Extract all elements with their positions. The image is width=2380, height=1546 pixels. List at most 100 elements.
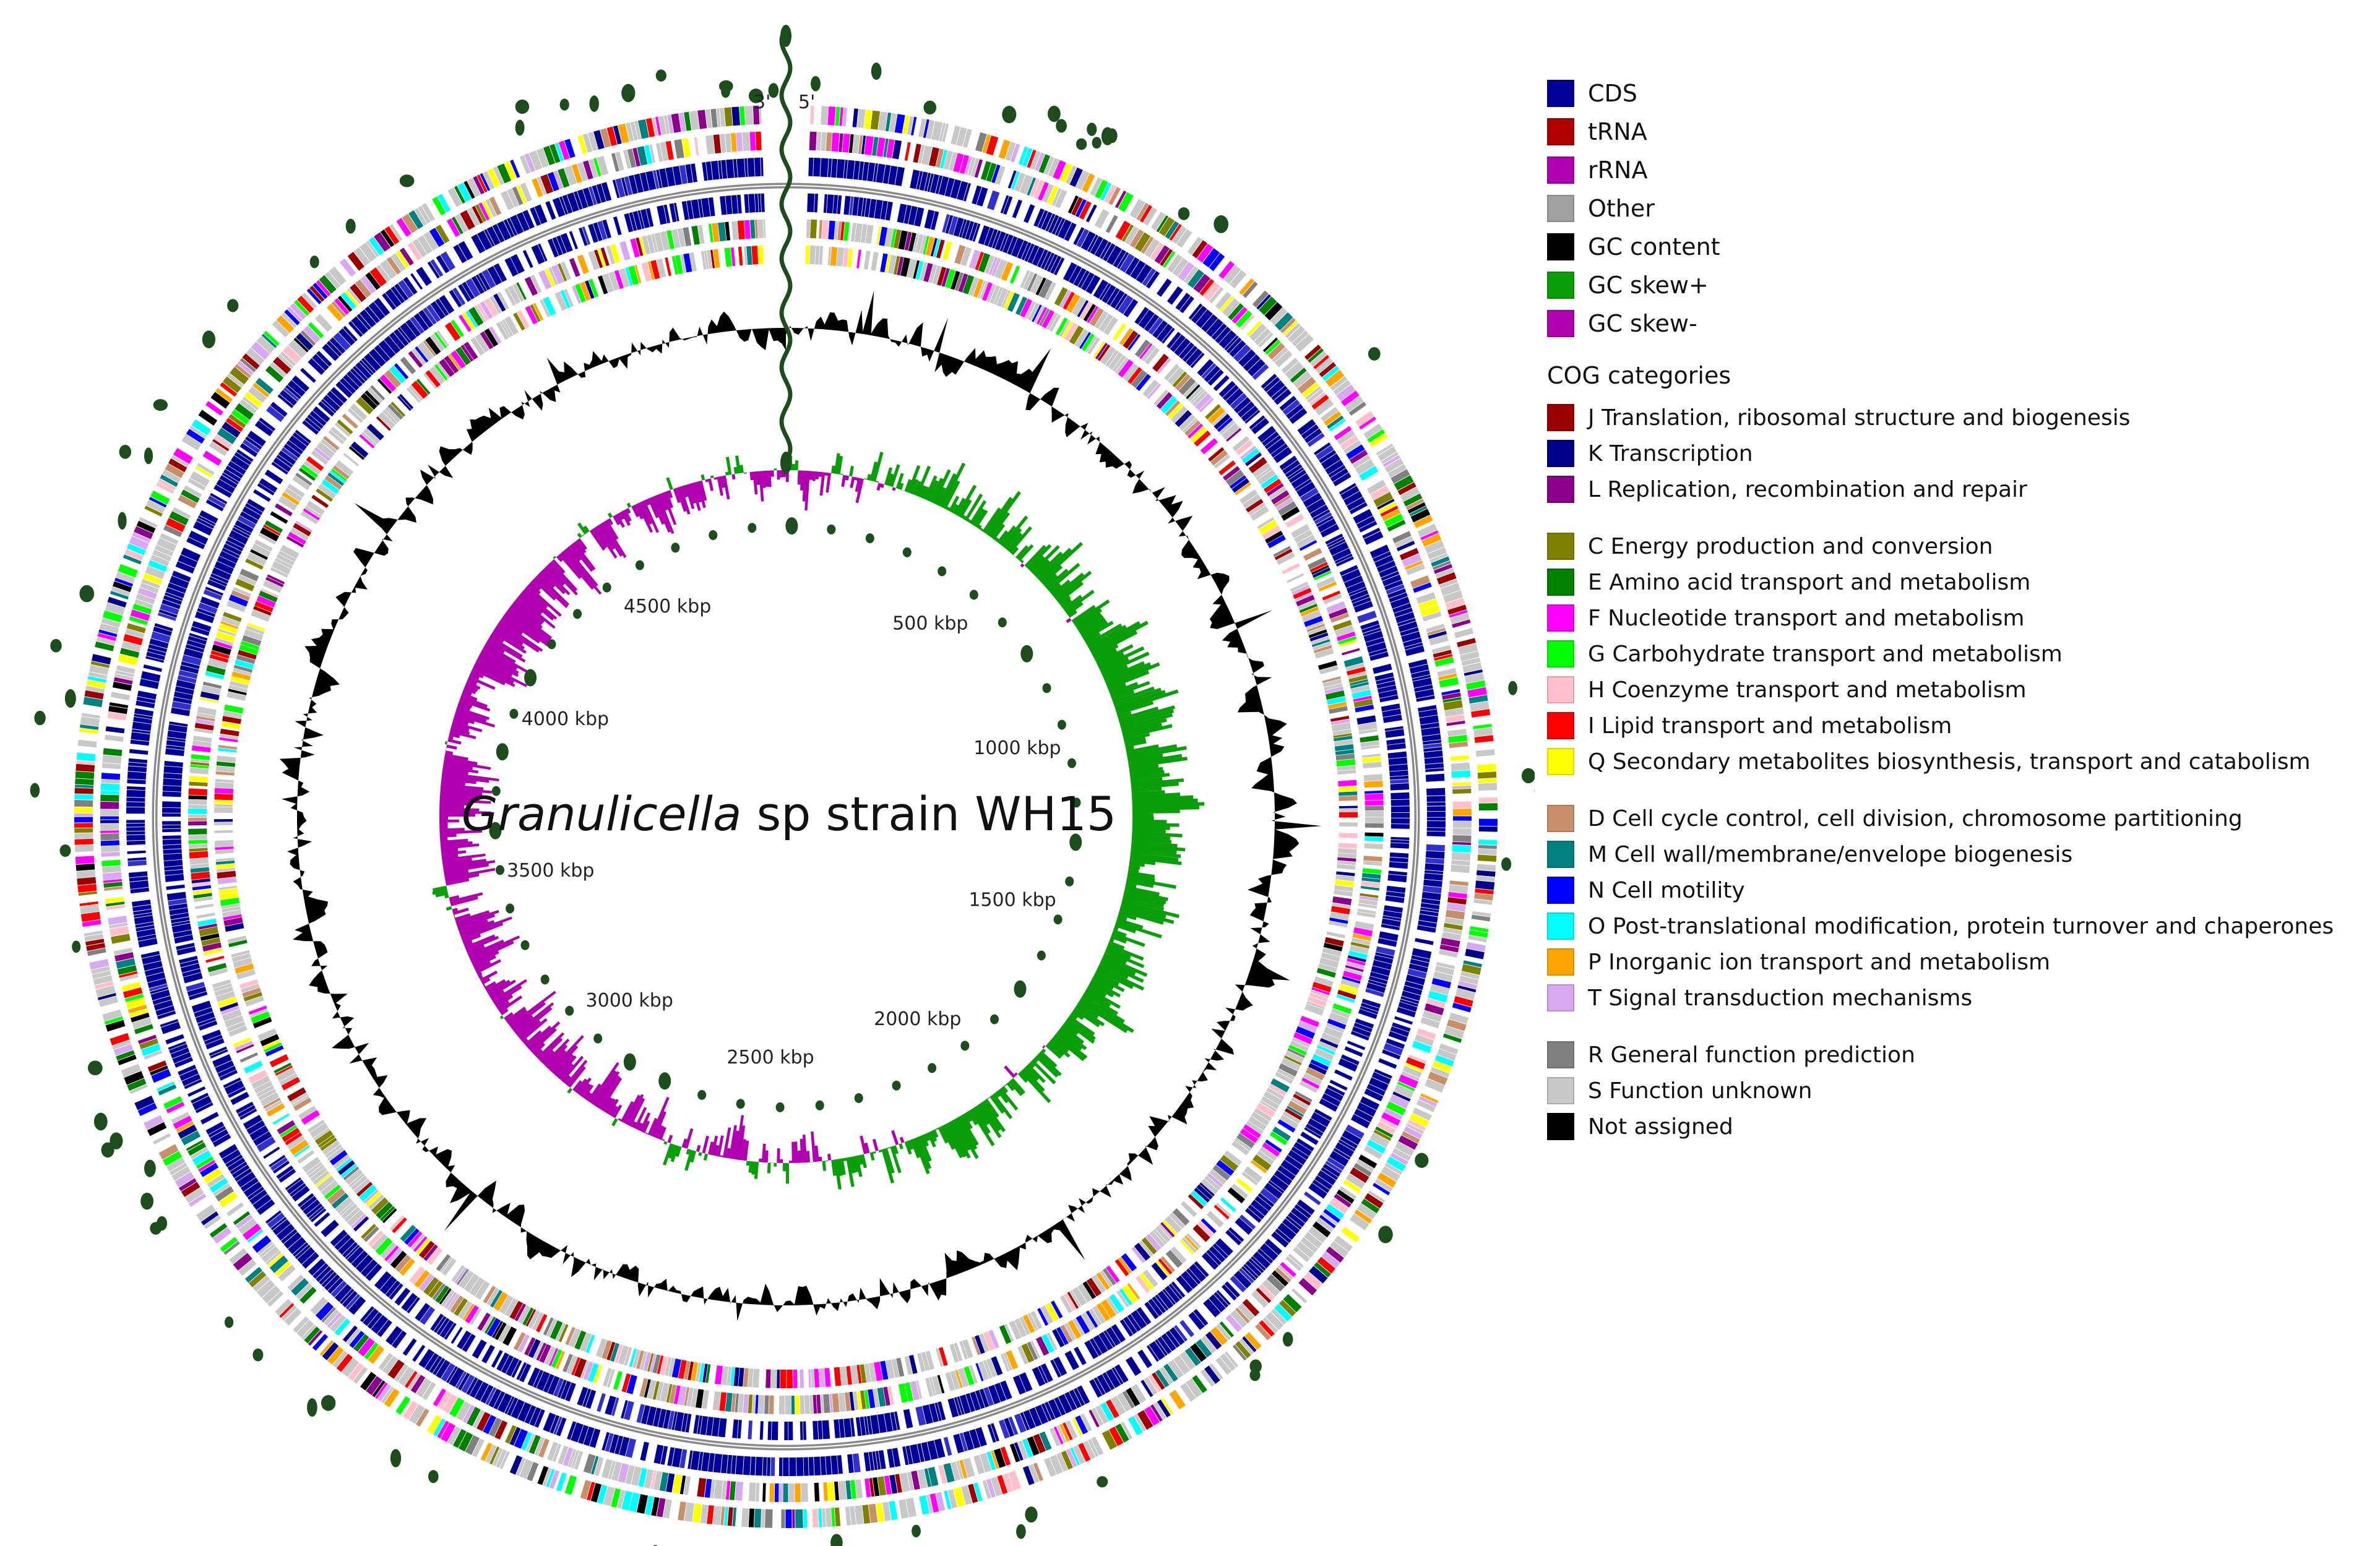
legend-label: tRNA [1588, 118, 1647, 145]
inner-marker [540, 974, 550, 985]
legend-item-cog-n: N Cell motility [1547, 872, 2370, 908]
legend-item-gc-skew-plus: GC skew+ [1547, 266, 2370, 304]
outer-marker [1508, 681, 1517, 695]
outer-marker [1214, 215, 1229, 233]
legend-swatch [1547, 913, 1574, 940]
origin-cap-bottom [780, 452, 791, 474]
legend-label: GC skew- [1588, 310, 1697, 337]
inner-marker [827, 524, 836, 535]
outer-marker [1025, 1506, 1038, 1523]
legend-label: L Replication, recombination and repair [1588, 476, 2027, 502]
outer-marker [309, 256, 319, 268]
legend-swatch [1547, 805, 1574, 832]
legend-item-cog-r: R General function prediction [1547, 1037, 2370, 1073]
outer-marker [140, 1192, 154, 1210]
outer-marker [923, 100, 937, 114]
inner-marker [697, 1089, 707, 1100]
outer-marker [1415, 1153, 1429, 1168]
legend-swatch [1547, 984, 1574, 1011]
inner-marker [748, 523, 757, 533]
inner-marker [1014, 980, 1027, 998]
inner-marker [671, 543, 680, 553]
inner-marker [1072, 797, 1081, 808]
outer-marker [559, 98, 569, 111]
outer-marker [399, 174, 415, 187]
origin-cap-top [780, 25, 791, 47]
legend-item-cog-c: C Energy production and conversion [1547, 528, 2370, 564]
legend-swatch [1547, 533, 1574, 560]
genome-title-rest: sp strain WH15 [741, 786, 1116, 841]
legend-label: I Lipid transport and metabolism [1588, 713, 1952, 739]
outer-marker [1249, 1359, 1262, 1373]
legend-item-cog-f: F Nucleotide transport and metabolism [1547, 600, 2370, 636]
outer-marker [589, 95, 599, 112]
legend-swatch [1547, 569, 1574, 596]
inner-marker [635, 560, 644, 570]
strand-label-3prime: 3' [754, 92, 770, 113]
outer-marker [1056, 119, 1067, 133]
legend-swatch [1547, 272, 1574, 299]
legend-label: Q Secondary metabolites biosynthesis, tr… [1588, 749, 2311, 775]
outer-marker [1378, 1226, 1393, 1243]
inner-marker [960, 1041, 970, 1051]
outer-marker [748, 88, 764, 103]
inner-marker [593, 1033, 603, 1044]
outer-marker [59, 844, 71, 857]
legend-swatch [1547, 948, 1574, 976]
legend-swatch [1547, 440, 1574, 467]
inner-marker [1057, 719, 1066, 730]
legend-item-cog-t: T Signal transduction mechanisms [1547, 980, 2370, 1016]
outer-marker [621, 84, 636, 103]
inner-marker [509, 708, 519, 719]
legend-swatch [1547, 877, 1574, 904]
feature-legend: CDS tRNA rRNA Other GC content GC skew+ … [1547, 74, 2370, 343]
inner-marker [815, 1100, 824, 1110]
outer-marker [144, 447, 153, 465]
legend-label: R General function prediction [1588, 1042, 1915, 1068]
outer-marker [768, 83, 779, 98]
origin-line [779, 30, 793, 470]
legend-swatch [1547, 404, 1574, 431]
legend-label: rRNA [1588, 157, 1648, 184]
legend-swatch [1547, 1041, 1574, 1068]
legend-label: G Carbohydrate transport and metabolism [1588, 641, 2063, 667]
inner-marker [902, 547, 912, 557]
blast-markers [30, 62, 1535, 1546]
outer-marker [64, 689, 76, 708]
inner-marker [775, 1102, 785, 1112]
outer-marker [515, 99, 530, 114]
inner-marker [658, 1072, 671, 1090]
outer-marker [50, 638, 62, 653]
legend-item-cog-g: G Carbohydrate transport and metabolism [1547, 636, 2370, 672]
legend-label: D Cell cycle control, cell division, chr… [1588, 805, 2243, 831]
legend-swatch [1547, 157, 1574, 184]
legend-swatch [1547, 1113, 1574, 1140]
inner-marker [1020, 645, 1033, 663]
outer-marker [1048, 105, 1061, 122]
legend-swatch [1547, 118, 1574, 145]
outer-marker [1092, 137, 1102, 149]
inner-marker [496, 743, 509, 761]
inner-marker [623, 1053, 636, 1071]
inner-marker [573, 609, 582, 619]
legend-label: H Coenzyme transport and metabolism [1588, 677, 2027, 703]
inner-marker [506, 903, 515, 914]
legend-label: P Inorganic ion transport and metabolism [1588, 949, 2051, 975]
inner-marker [892, 1080, 901, 1091]
inner-marker [1067, 758, 1076, 768]
legend-label: O Post-translational modification, prote… [1588, 913, 2334, 939]
outer-marker [72, 940, 81, 953]
inner-marker [785, 517, 798, 535]
legend-item-gc-skew-minus: GC skew- [1547, 304, 2370, 343]
strand-label-5prime: 5' [798, 92, 815, 113]
outer-marker [150, 1222, 162, 1235]
inner-marker [602, 582, 611, 593]
inner-marker [998, 617, 1007, 628]
inner-marker [709, 530, 718, 540]
outer-marker [30, 783, 40, 798]
tick-label: 1000 kbp [973, 737, 1061, 759]
outer-marker [252, 1348, 264, 1362]
legend-label: E Amino acid transport and metabolism [1588, 569, 2031, 595]
inner-marker [928, 1063, 937, 1073]
